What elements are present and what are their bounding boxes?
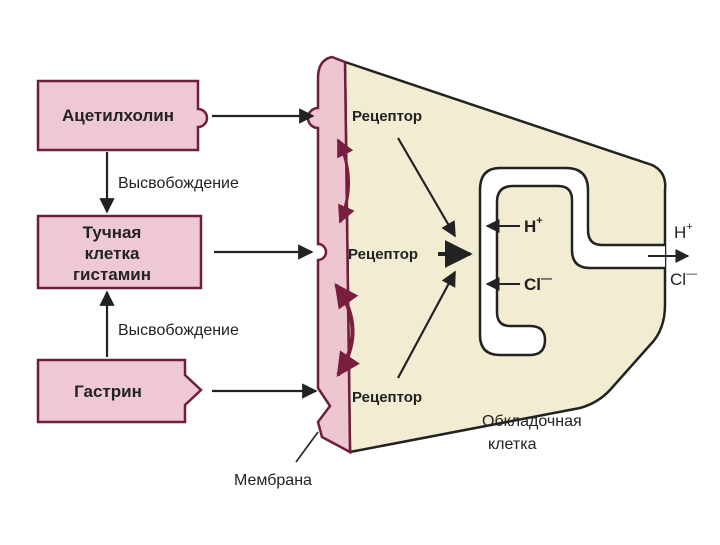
parietal-cell-label-line2: клетка (488, 436, 537, 453)
release-label-top: Высвобождение (118, 175, 239, 192)
cl-ion-out: Cl— (670, 268, 697, 289)
mast-cell-label-line1: Тучная (83, 223, 142, 242)
secretory-canaliculus (478, 166, 665, 357)
release-label-bottom: Высвобождение (118, 322, 239, 339)
h-ion-inside: H+ (524, 215, 543, 236)
acetylcholine-label: Ацетилхолин (62, 106, 174, 125)
membrane-arrow-bottom (334, 283, 360, 377)
parietal-cell (343, 60, 667, 454)
mast-cell-label-line2: клетка (85, 244, 140, 263)
receptor-label-top: Рецептор (352, 108, 422, 125)
acetylcholine-box (36, 79, 209, 152)
receptor-label-bottom: Рецептор (352, 389, 422, 406)
h-ion-out: H+ (674, 221, 693, 242)
receptor-top-arrow (397, 137, 456, 238)
membrane-label: Мембрана (234, 472, 312, 489)
membrane-arrow-top (336, 138, 355, 224)
gastrin-box (36, 358, 203, 424)
mast-cell-label-line3: гистамин (73, 265, 151, 284)
gastrin-label: Гастрин (74, 382, 142, 401)
cl-ion-inside: Cl— (524, 273, 552, 294)
receptor-label-middle: Рецептор (348, 246, 418, 263)
receptor-bottom-arrow (397, 270, 456, 379)
parietal-cell-label-line1: Обкладочная (482, 413, 582, 430)
mast-cell-box (36, 214, 203, 290)
membrane-pointer (295, 431, 319, 463)
membrane (306, 55, 352, 455)
